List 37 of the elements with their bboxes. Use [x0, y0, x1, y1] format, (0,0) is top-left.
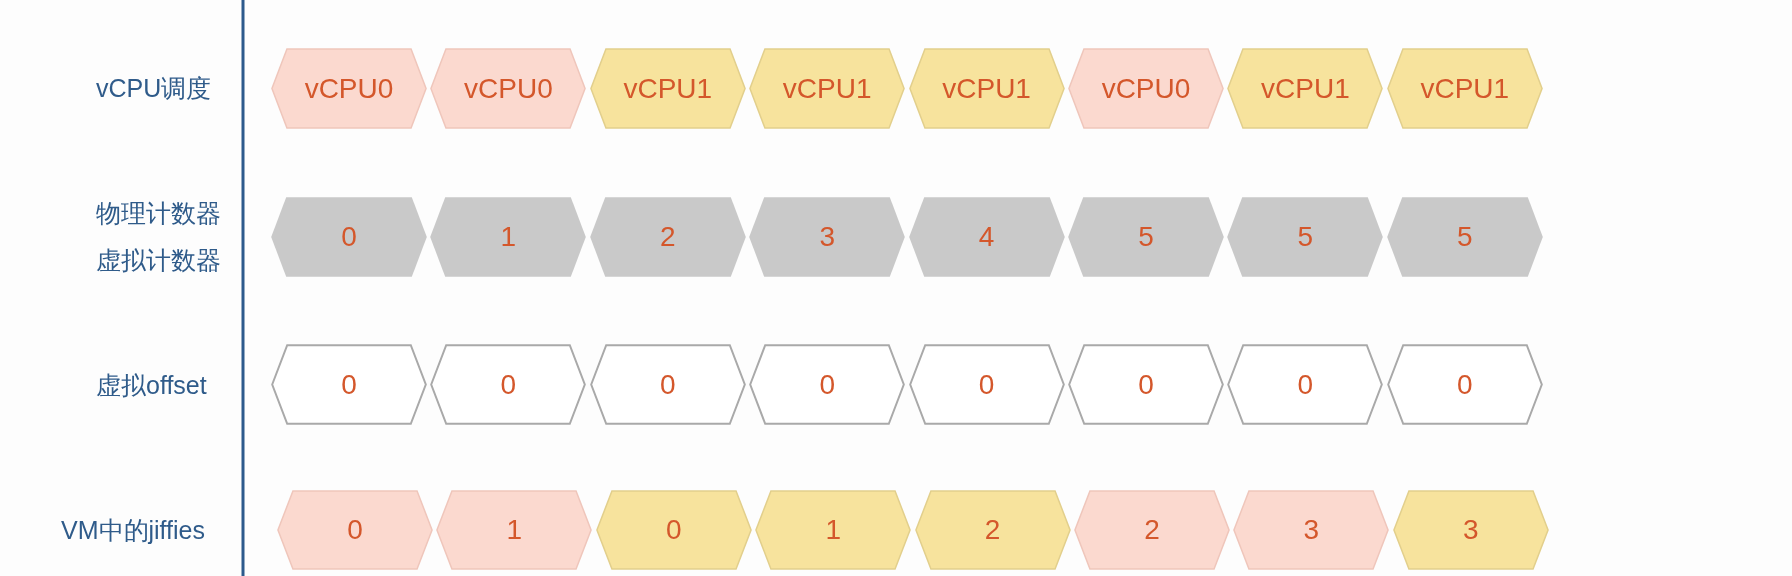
hexagon-box: 0: [277, 490, 433, 570]
hexagon-box: vCPU1: [589, 48, 746, 129]
row-label: 物理计数器: [96, 198, 221, 228]
hexagon-box: 0: [1227, 344, 1384, 425]
hexagon-box: 4: [908, 197, 1065, 277]
hexagon-box: vCPU0: [430, 48, 587, 129]
hexagon-box: 5: [1068, 197, 1224, 277]
hexagon-box: 1: [755, 490, 912, 570]
hexagon-box: 5: [1227, 197, 1384, 277]
hexagon-box: 2: [914, 490, 1071, 570]
hexagon-box: 0: [1068, 344, 1224, 425]
hexagon-box: 0: [908, 344, 1065, 425]
hexagon-box: vCPU1: [1227, 48, 1384, 129]
hexagon-box: vCPU1: [1386, 48, 1543, 129]
hexagon-box: 0: [271, 344, 427, 425]
hexagon-box: vCPU0: [271, 48, 427, 129]
hexagon-box: 2: [589, 197, 746, 277]
hexagon-box: 0: [749, 344, 906, 425]
hexagon-box: 0: [595, 490, 752, 570]
row-label: 虚拟计数器: [96, 245, 221, 275]
row-label: VM中的jiffies: [61, 515, 205, 545]
hexagon-box: 0: [271, 197, 427, 277]
hexagon-box: 0: [1386, 344, 1543, 425]
hexagon-box: vCPU1: [749, 48, 906, 129]
hexagon-box: vCPU0: [1068, 48, 1224, 129]
hexagon-box: 5: [1386, 197, 1543, 277]
hexagon-box: vCPU1: [908, 48, 1065, 129]
hexagon-box: 3: [1233, 490, 1390, 570]
row-label: vCPU调度: [96, 73, 212, 103]
hexagon-box: 1: [436, 490, 593, 570]
hexagon-box: 0: [589, 344, 746, 425]
hexagon-box: 0: [430, 344, 587, 425]
hexagon-box: 2: [1074, 490, 1230, 570]
hexagon-box: 3: [749, 197, 906, 277]
hexagon-box: 1: [430, 197, 587, 277]
hexagon-box: 3: [1392, 490, 1549, 570]
row-label: 虚拟offset: [96, 370, 207, 400]
